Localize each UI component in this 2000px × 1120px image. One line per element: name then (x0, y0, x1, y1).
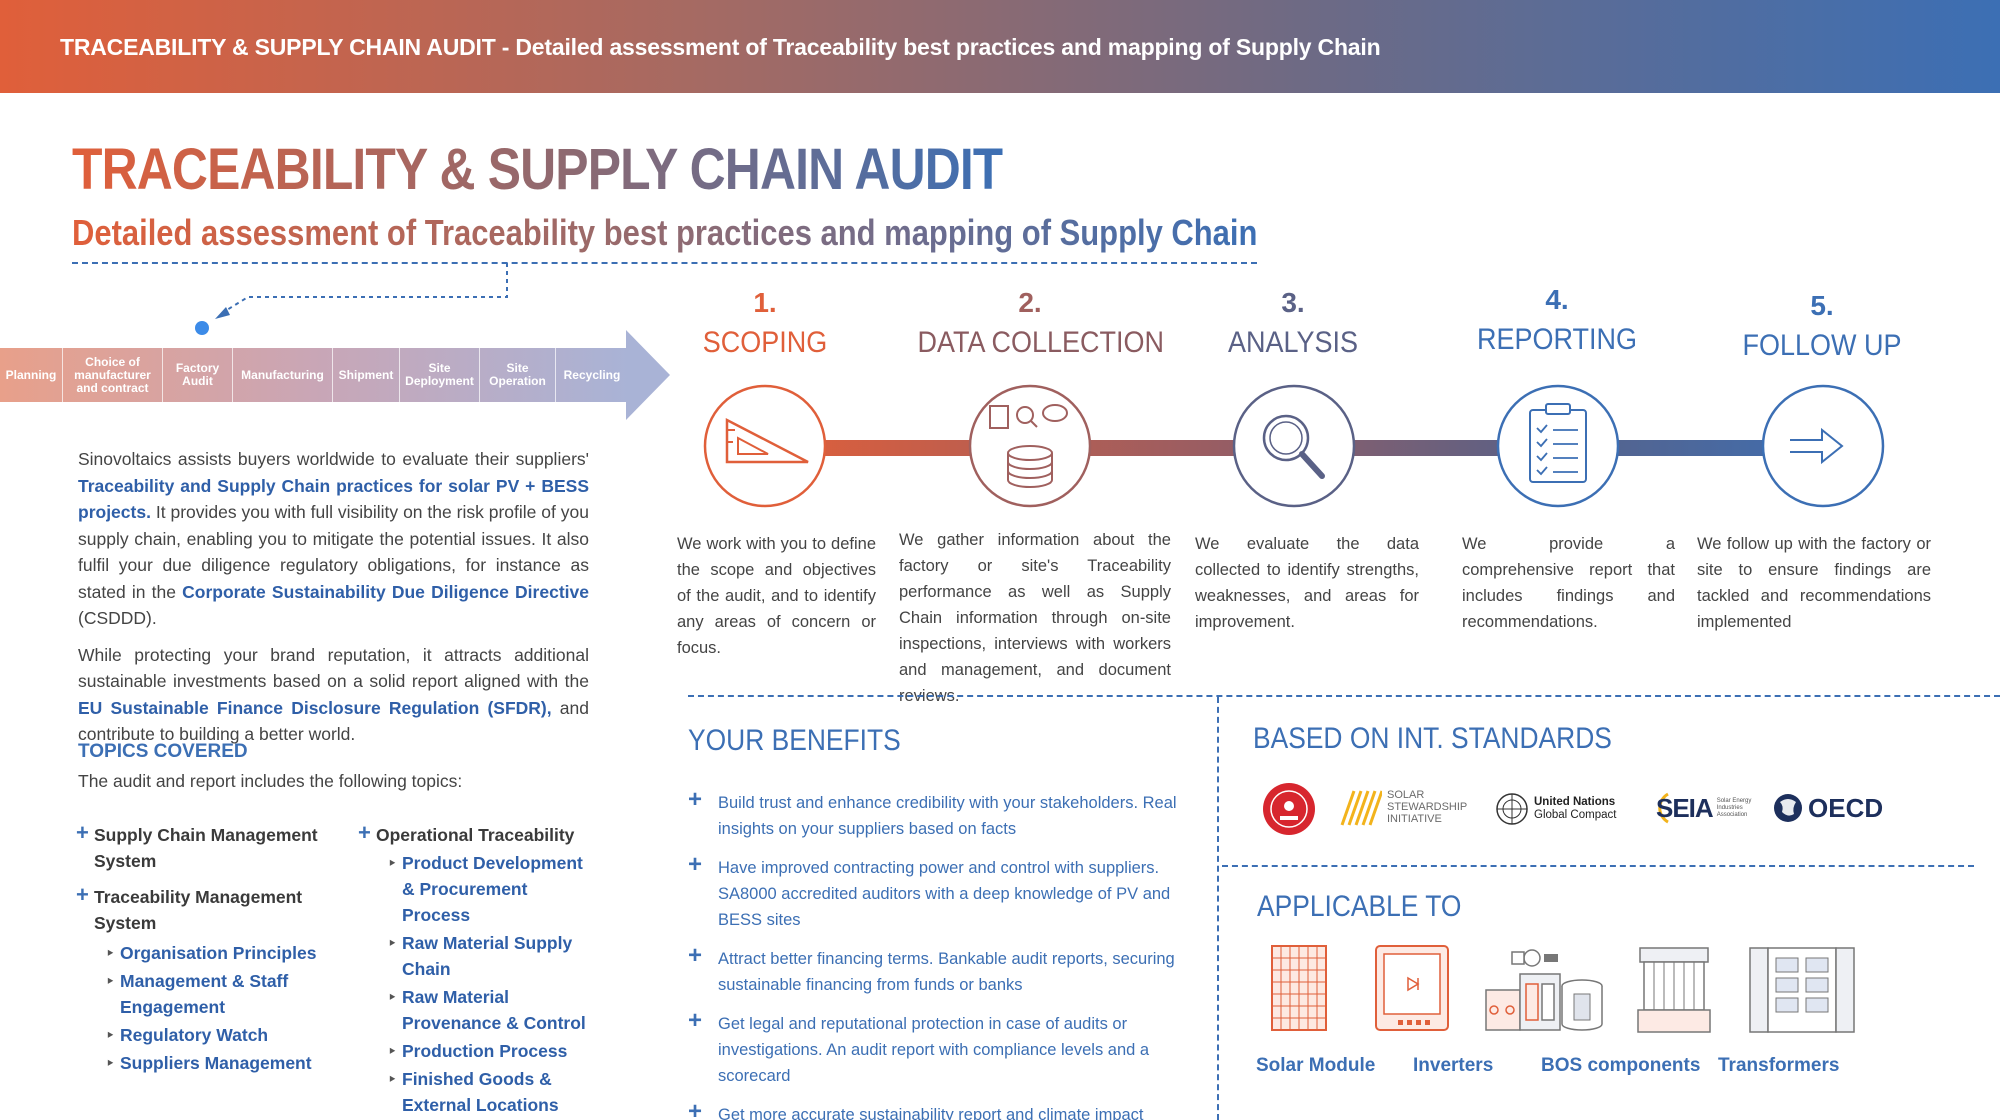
phase-site-deployment: Site Deployment (400, 348, 480, 402)
phase-recycling: Recycling (563, 367, 621, 382)
top-banner: TRACEABILITY & SUPPLY CHAIN AUDIT - Deta… (0, 0, 2000, 93)
step-2: 2. DATA COLLECTION (905, 286, 1165, 362)
topics-intro: The audit and report includes the follow… (78, 771, 463, 791)
inverter-icon (1375, 945, 1449, 1031)
step-2-description: We gather information about the factory … (899, 531, 1171, 705)
pointer-connector (195, 263, 508, 335)
step-number: 2. (1018, 287, 1042, 318)
page-subtitle: Detailed assessment of Traceability best… (72, 212, 1258, 253)
section-divider (1222, 865, 1974, 867)
section-divider (688, 695, 2000, 697)
intro-text: Sinovoltaics assists buyers worldwide to… (78, 446, 589, 758)
applicable-heading: APPLICABLE TO (1257, 890, 1462, 923)
topics-column-2: Operational Traceability Product Develop… (358, 820, 598, 1120)
benefit-item: Have improved contracting power and cont… (688, 852, 1188, 933)
step-title: FOLLOW UP (1742, 329, 1902, 362)
topics-heading: TOPICS COVERED (78, 741, 248, 762)
benefit-item: Build trust and enhance credibility with… (688, 787, 1188, 842)
intro-paragraph-1: Sinovoltaics assists buyers worldwide to… (78, 449, 590, 628)
phase-factory-audit: Factory Audit (163, 348, 233, 402)
applicable-transformers: Transformers (1718, 1055, 1840, 1076)
benefits-heading: YOUR BENEFITS (688, 724, 901, 757)
benefit-item: Get more accurate sustainability report … (688, 1099, 1188, 1120)
ssi-logo: SOLAR STEWARDSHIP INITIATIVE (1340, 787, 1467, 827)
step-1-description: We work with you to define the scope and… (677, 535, 876, 657)
step-number: 4. (1545, 284, 1569, 315)
magnifier-icon (1232, 384, 1356, 508)
ungc-logo: United Nations Global Compact (1495, 792, 1616, 826)
topic-sub: Management & Staff Engagement (106, 968, 346, 1020)
step-title: REPORTING (1476, 323, 1638, 356)
applicable-solar-module: Solar Module (1256, 1055, 1376, 1076)
step-title: ANALYSIS (1227, 326, 1359, 359)
topic-sub: Suppliers Management (106, 1050, 346, 1076)
step-4: 4. REPORTING (1432, 283, 1682, 359)
topic-main: Traceability Management System (76, 882, 346, 936)
step-3-description: We evaluate the data collected to identi… (1195, 535, 1419, 631)
arrow-right-icon (1761, 384, 1885, 508)
clipboard-icon (1496, 384, 1620, 508)
bos-components-icon (1485, 949, 1603, 1031)
topic-sub: Raw Material Provenance & Control (388, 984, 598, 1036)
step-title: SCOPING (702, 326, 828, 359)
page-title: TRACEABILITY & SUPPLY CHAIN AUDIT (72, 137, 1003, 202)
benefit-item: Get legal and reputational protection in… (688, 1008, 1188, 1089)
banner-title: TRACEABILITY & SUPPLY CHAIN AUDIT - Deta… (60, 34, 1381, 60)
step-number: 5. (1810, 290, 1834, 321)
phase-manufacturing: Manufacturing (233, 348, 333, 402)
phase-site-operation: Site Operation (480, 348, 556, 402)
topic-main: Supply Chain Management System (76, 820, 346, 874)
benefit-item: Attract better financing terms. Bankable… (688, 943, 1188, 998)
step-number: 3. (1281, 287, 1305, 318)
step-5: 5. FOLLOW UP (1697, 289, 1947, 365)
seia-logo: SEIA Solar Energy Industries Association (1656, 792, 1752, 824)
topic-sub: Production Process (388, 1038, 598, 1064)
ruler-icon (703, 384, 827, 508)
transformer-icon (1637, 947, 1711, 1033)
standards-heading: BASED ON INT. STANDARDS (1253, 722, 1612, 755)
topic-main: Operational Traceability (358, 820, 598, 848)
oecd-logo: OECD (1772, 792, 1883, 824)
sa8000-logo (1262, 782, 1316, 836)
topic-sub: Organisation Principles (106, 940, 346, 966)
step-3: 3. ANALYSIS (1168, 286, 1418, 362)
applicable-bos-components: BOS components (1541, 1055, 1701, 1076)
step-4-description: We provide a comprehensive report that i… (1462, 535, 1675, 631)
topic-sub: Finished Goods & External Locations (388, 1066, 598, 1118)
topic-sub: Regulatory Watch (106, 1022, 346, 1048)
database-icon (968, 384, 1092, 508)
benefits-list: Build trust and enhance credibility with… (688, 787, 1188, 1120)
step-number: 1. (753, 287, 777, 318)
phase-planning: Planning (0, 348, 63, 402)
phase-choice: Choice of manufacturer and contract (63, 348, 163, 402)
process-diagram (703, 384, 1885, 508)
topic-sub: Product Development & Procurement Proces… (388, 850, 598, 928)
topics-column-1: Supply Chain Management System Traceabil… (76, 820, 346, 1078)
intro-paragraph-2: While protecting your brand reputation, … (78, 644, 589, 745)
title-divider (72, 262, 1257, 264)
step-1: 1. SCOPING (640, 286, 890, 362)
phase-shipment: Shipment (333, 348, 400, 402)
applicable-inverters: Inverters (1413, 1055, 1494, 1076)
phase-arrowhead (626, 330, 670, 420)
solar-module-icon (1271, 945, 1327, 1031)
section-divider-vertical (1217, 697, 1219, 1120)
topic-sub: Raw Material Supply Chain (388, 930, 598, 982)
bess-cabinet-icon (1749, 947, 1855, 1033)
phase-timeline: Planning Choice of manufacturer and cont… (0, 348, 628, 402)
step-5-description: We follow up with the factory or site to… (1697, 535, 1931, 631)
step-title: DATA COLLECTION (917, 326, 1165, 359)
